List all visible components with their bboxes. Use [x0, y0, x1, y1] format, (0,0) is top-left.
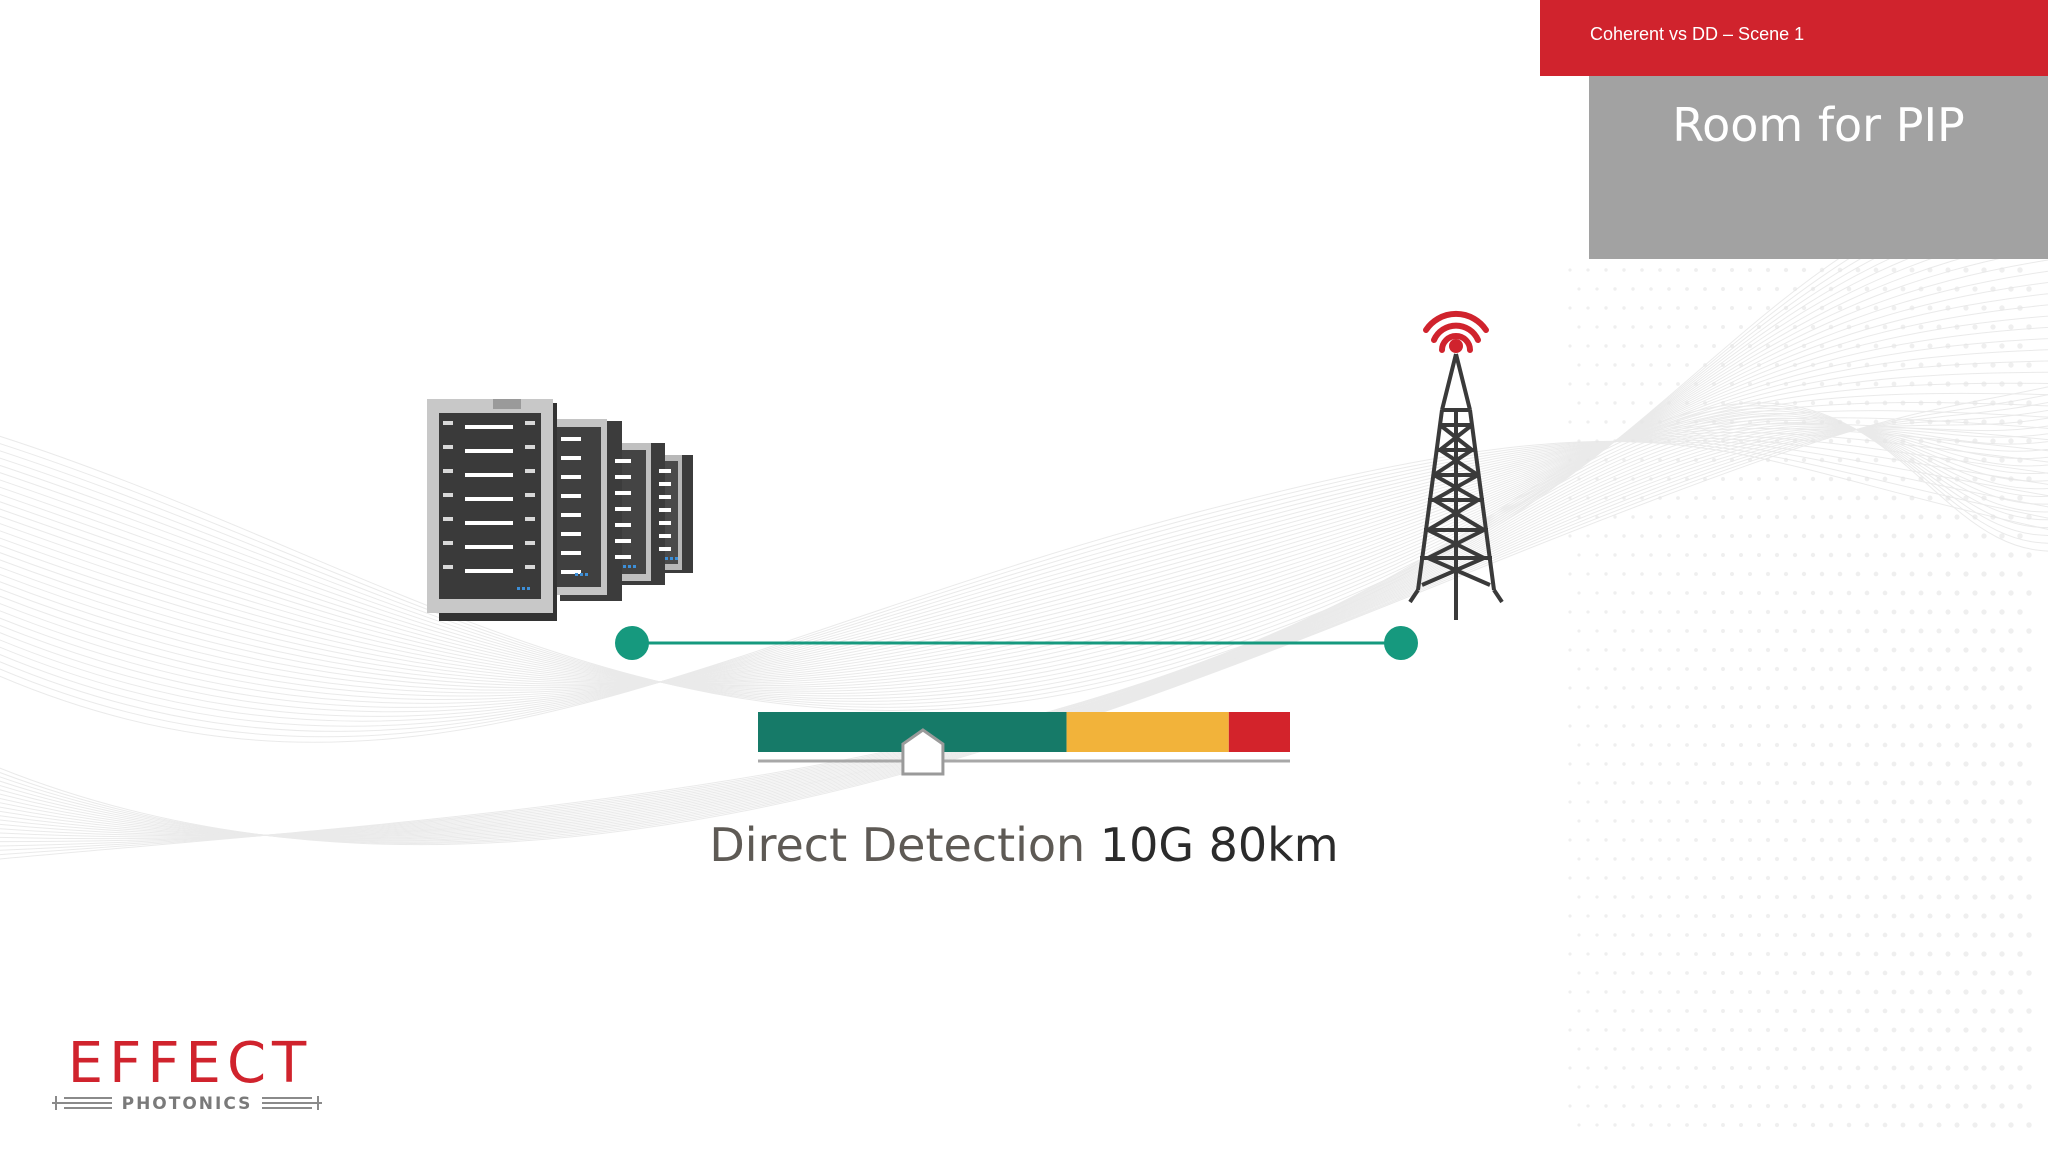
gauge-segment-2 — [1066, 712, 1229, 752]
signal-waves-icon — [1423, 310, 1489, 353]
pip-placeholder-box: Room for PIP — [1589, 76, 2048, 259]
scene-label: Coherent vs DD – Scene 1 — [1590, 24, 1805, 44]
scene-header-bar: Coherent vs DD – Scene 1 — [1540, 0, 2048, 76]
logo-rule-right — [262, 1096, 322, 1110]
logo-rule-left — [52, 1096, 112, 1110]
caption-spec: 10G 80km — [1099, 818, 1339, 872]
server-rack-2 — [551, 419, 622, 601]
link-diagram — [615, 626, 1418, 660]
capacity-gauge — [758, 712, 1290, 776]
cell-tower-icon — [1408, 310, 1504, 620]
server-rack-1 — [427, 399, 557, 621]
gauge-marker-icon — [901, 728, 945, 776]
link-endpoint-right — [1384, 626, 1418, 660]
logo-subline: PHOTONICS — [122, 1094, 253, 1114]
pip-placeholder-label: Room for PIP — [1672, 98, 1965, 152]
server-racks-icon — [427, 399, 693, 621]
caption-technology: Direct Detection — [709, 818, 1086, 872]
caption: Direct Detection 10G 80km — [0, 818, 2048, 872]
gauge-segment-3 — [1228, 712, 1290, 752]
link-endpoint-left — [615, 626, 649, 660]
effect-photonics-logo: EFFECT PHOTONICS — [52, 1031, 322, 1114]
logo-wordmark: EFFECT — [68, 1031, 313, 1096]
